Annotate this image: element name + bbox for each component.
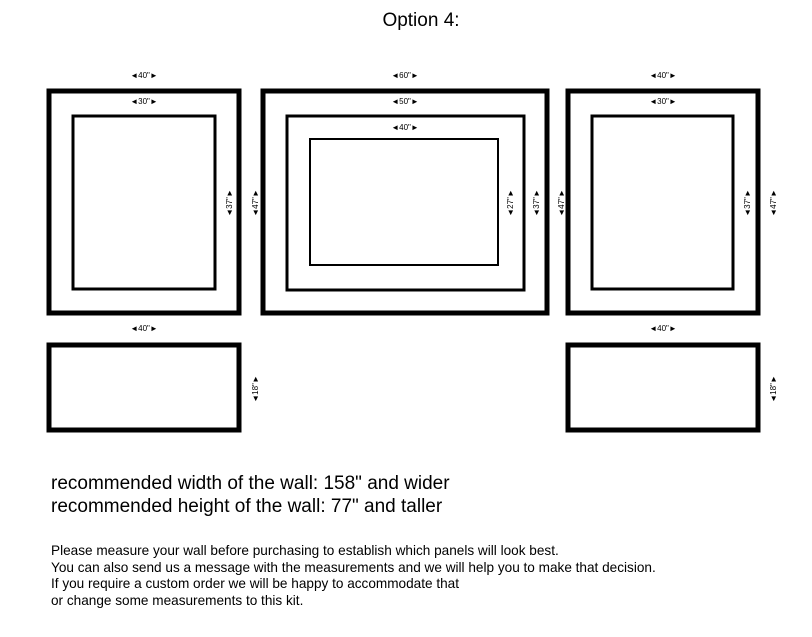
right-large-width-label: ◄40"► <box>649 71 677 80</box>
note-line: Please measure your wall before purchasi… <box>51 543 559 558</box>
left-large-inner-height-label: ◄37"► <box>225 189 234 217</box>
center-height-label: ◄47"► <box>557 189 566 217</box>
left-large-inner-frame <box>71 114 217 291</box>
left-large-outer-frame <box>46 88 242 316</box>
center-inner-width-label: ◄40"► <box>391 123 419 132</box>
left-small-height-label: ◄18"► <box>251 375 260 403</box>
note-line: If you require a custom order we will be… <box>51 576 460 591</box>
center-mid-height-label: ◄37"► <box>532 189 541 217</box>
left-large-height-label: ◄47"► <box>251 189 260 217</box>
note-line: You can also send us a message with the … <box>51 559 656 575</box>
right-large-inner-height-label: ◄37"► <box>743 189 752 217</box>
left-small-width-label: ◄40"► <box>130 324 158 333</box>
left-large-panel <box>46 88 242 316</box>
note-line: or change some measurements to this kit. <box>51 592 304 608</box>
right-large-inner-width-label: ◄30"► <box>649 97 677 106</box>
center-mid-width-label: ◄50"► <box>391 97 419 106</box>
center-mid-frame <box>285 114 526 292</box>
right-large-inner-frame <box>590 114 735 291</box>
right-small-frame <box>565 342 761 433</box>
wall-recommendations: recommended width of the wall: 158" and … <box>51 472 450 518</box>
left-large-width-label: ◄40"► <box>130 71 158 80</box>
center-width-label: ◄60"► <box>391 71 419 80</box>
right-large-outer-frame <box>565 88 761 316</box>
right-large-panel <box>565 88 761 316</box>
center-outer-frame <box>260 88 550 316</box>
left-large-inner-width-label: ◄30"► <box>130 97 158 106</box>
left-small-frame <box>46 342 242 433</box>
right-small-panel <box>565 342 761 433</box>
purchase-notes: Please measure your wall before purchasi… <box>51 543 656 609</box>
recommended-height: recommended height of the wall: 77" and … <box>51 496 443 517</box>
right-small-width-label: ◄40"► <box>649 324 677 333</box>
center-inner-frame <box>309 138 499 266</box>
right-small-height-label: ◄18"► <box>769 375 778 403</box>
right-large-height-label: ◄47"► <box>769 189 778 217</box>
page-title: Option 4: <box>382 10 460 31</box>
left-small-panel <box>46 342 242 433</box>
center-inner-height-label: ◄27"► <box>506 189 515 217</box>
recommended-width: recommended width of the wall: 158" and … <box>51 473 450 494</box>
center-panel <box>260 88 550 316</box>
